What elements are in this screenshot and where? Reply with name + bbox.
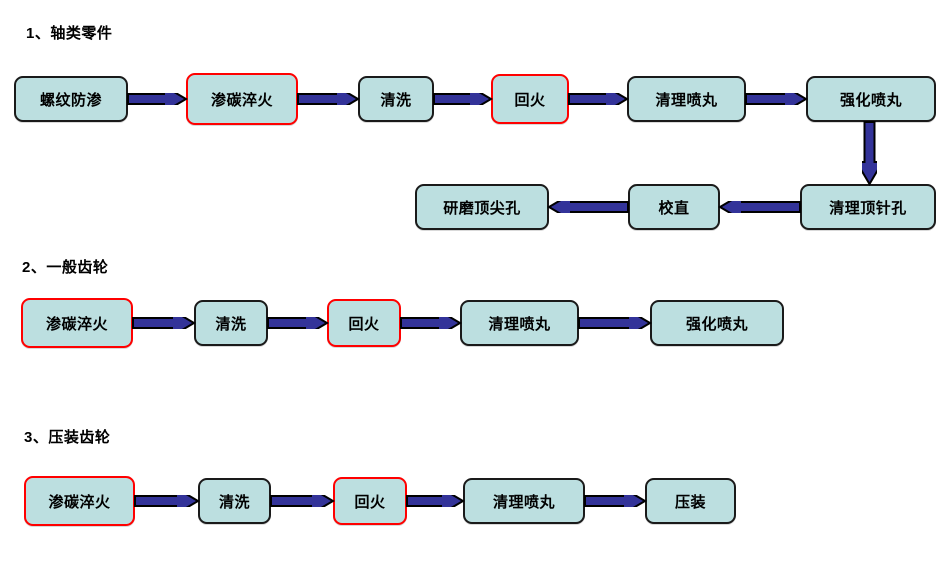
- process-node-n1-2[interactable]: 渗碳淬火: [186, 73, 298, 125]
- process-node-n2-2[interactable]: 清洗: [194, 300, 268, 346]
- arrow-n1-4-to-n1-5: [563, 93, 633, 105]
- process-node-n3-4[interactable]: 清理喷丸: [463, 478, 585, 524]
- process-node-n2-3[interactable]: 回火: [327, 299, 401, 347]
- process-node-n1-4[interactable]: 回火: [491, 74, 569, 124]
- arrow-n1-3-to-n1-4: [428, 93, 497, 105]
- process-node-n1-1[interactable]: 螺纹防渗: [14, 76, 128, 122]
- process-node-n2-5[interactable]: 强化喷丸: [650, 300, 784, 346]
- process-node-n3-2[interactable]: 清洗: [198, 478, 271, 524]
- process-node-n1-8[interactable]: 校直: [628, 184, 720, 230]
- arrow-n3-3-to-n3-4: [401, 495, 469, 507]
- arrow-n3-1-to-n3-2: [129, 495, 204, 507]
- process-node-n1-7[interactable]: 清理顶针孔: [800, 184, 936, 230]
- process-node-n1-5[interactable]: 清理喷丸: [627, 76, 746, 122]
- arrow-n2-3-to-n2-4: [395, 317, 466, 329]
- process-node-n3-3[interactable]: 回火: [333, 477, 407, 525]
- process-node-n3-1[interactable]: 渗碳淬火: [24, 476, 135, 526]
- process-node-n2-1[interactable]: 渗碳淬火: [21, 298, 133, 348]
- process-node-n2-4[interactable]: 清理喷丸: [460, 300, 579, 346]
- arrow-n1-6-to-n1-7: [862, 116, 877, 190]
- arrow-n3-4-to-n3-5: [579, 495, 651, 507]
- arrow-n1-2-to-n1-3: [292, 93, 364, 105]
- section-heading-general-gear: 2、一般齿轮: [22, 259, 109, 276]
- section-heading-shaft-parts: 1、轴类零件: [26, 25, 113, 42]
- arrow-n1-8-to-n1-9: [543, 201, 634, 213]
- section-heading-press-fit-gear: 3、压装齿轮: [24, 429, 111, 446]
- process-node-n3-5[interactable]: 压装: [645, 478, 736, 524]
- process-node-n1-9[interactable]: 研磨顶尖孔: [415, 184, 549, 230]
- process-node-n1-6[interactable]: 强化喷丸: [806, 76, 936, 122]
- arrow-n1-1-to-n1-2: [122, 93, 192, 105]
- arrow-n1-5-to-n1-6: [740, 93, 812, 105]
- arrow-n2-1-to-n2-2: [127, 317, 200, 329]
- arrow-n2-2-to-n2-3: [262, 317, 333, 329]
- process-node-n1-3[interactable]: 清洗: [358, 76, 434, 122]
- arrow-n3-2-to-n3-3: [265, 495, 339, 507]
- arrow-n1-7-to-n1-8: [714, 201, 806, 213]
- arrow-n2-4-to-n2-5: [573, 317, 656, 329]
